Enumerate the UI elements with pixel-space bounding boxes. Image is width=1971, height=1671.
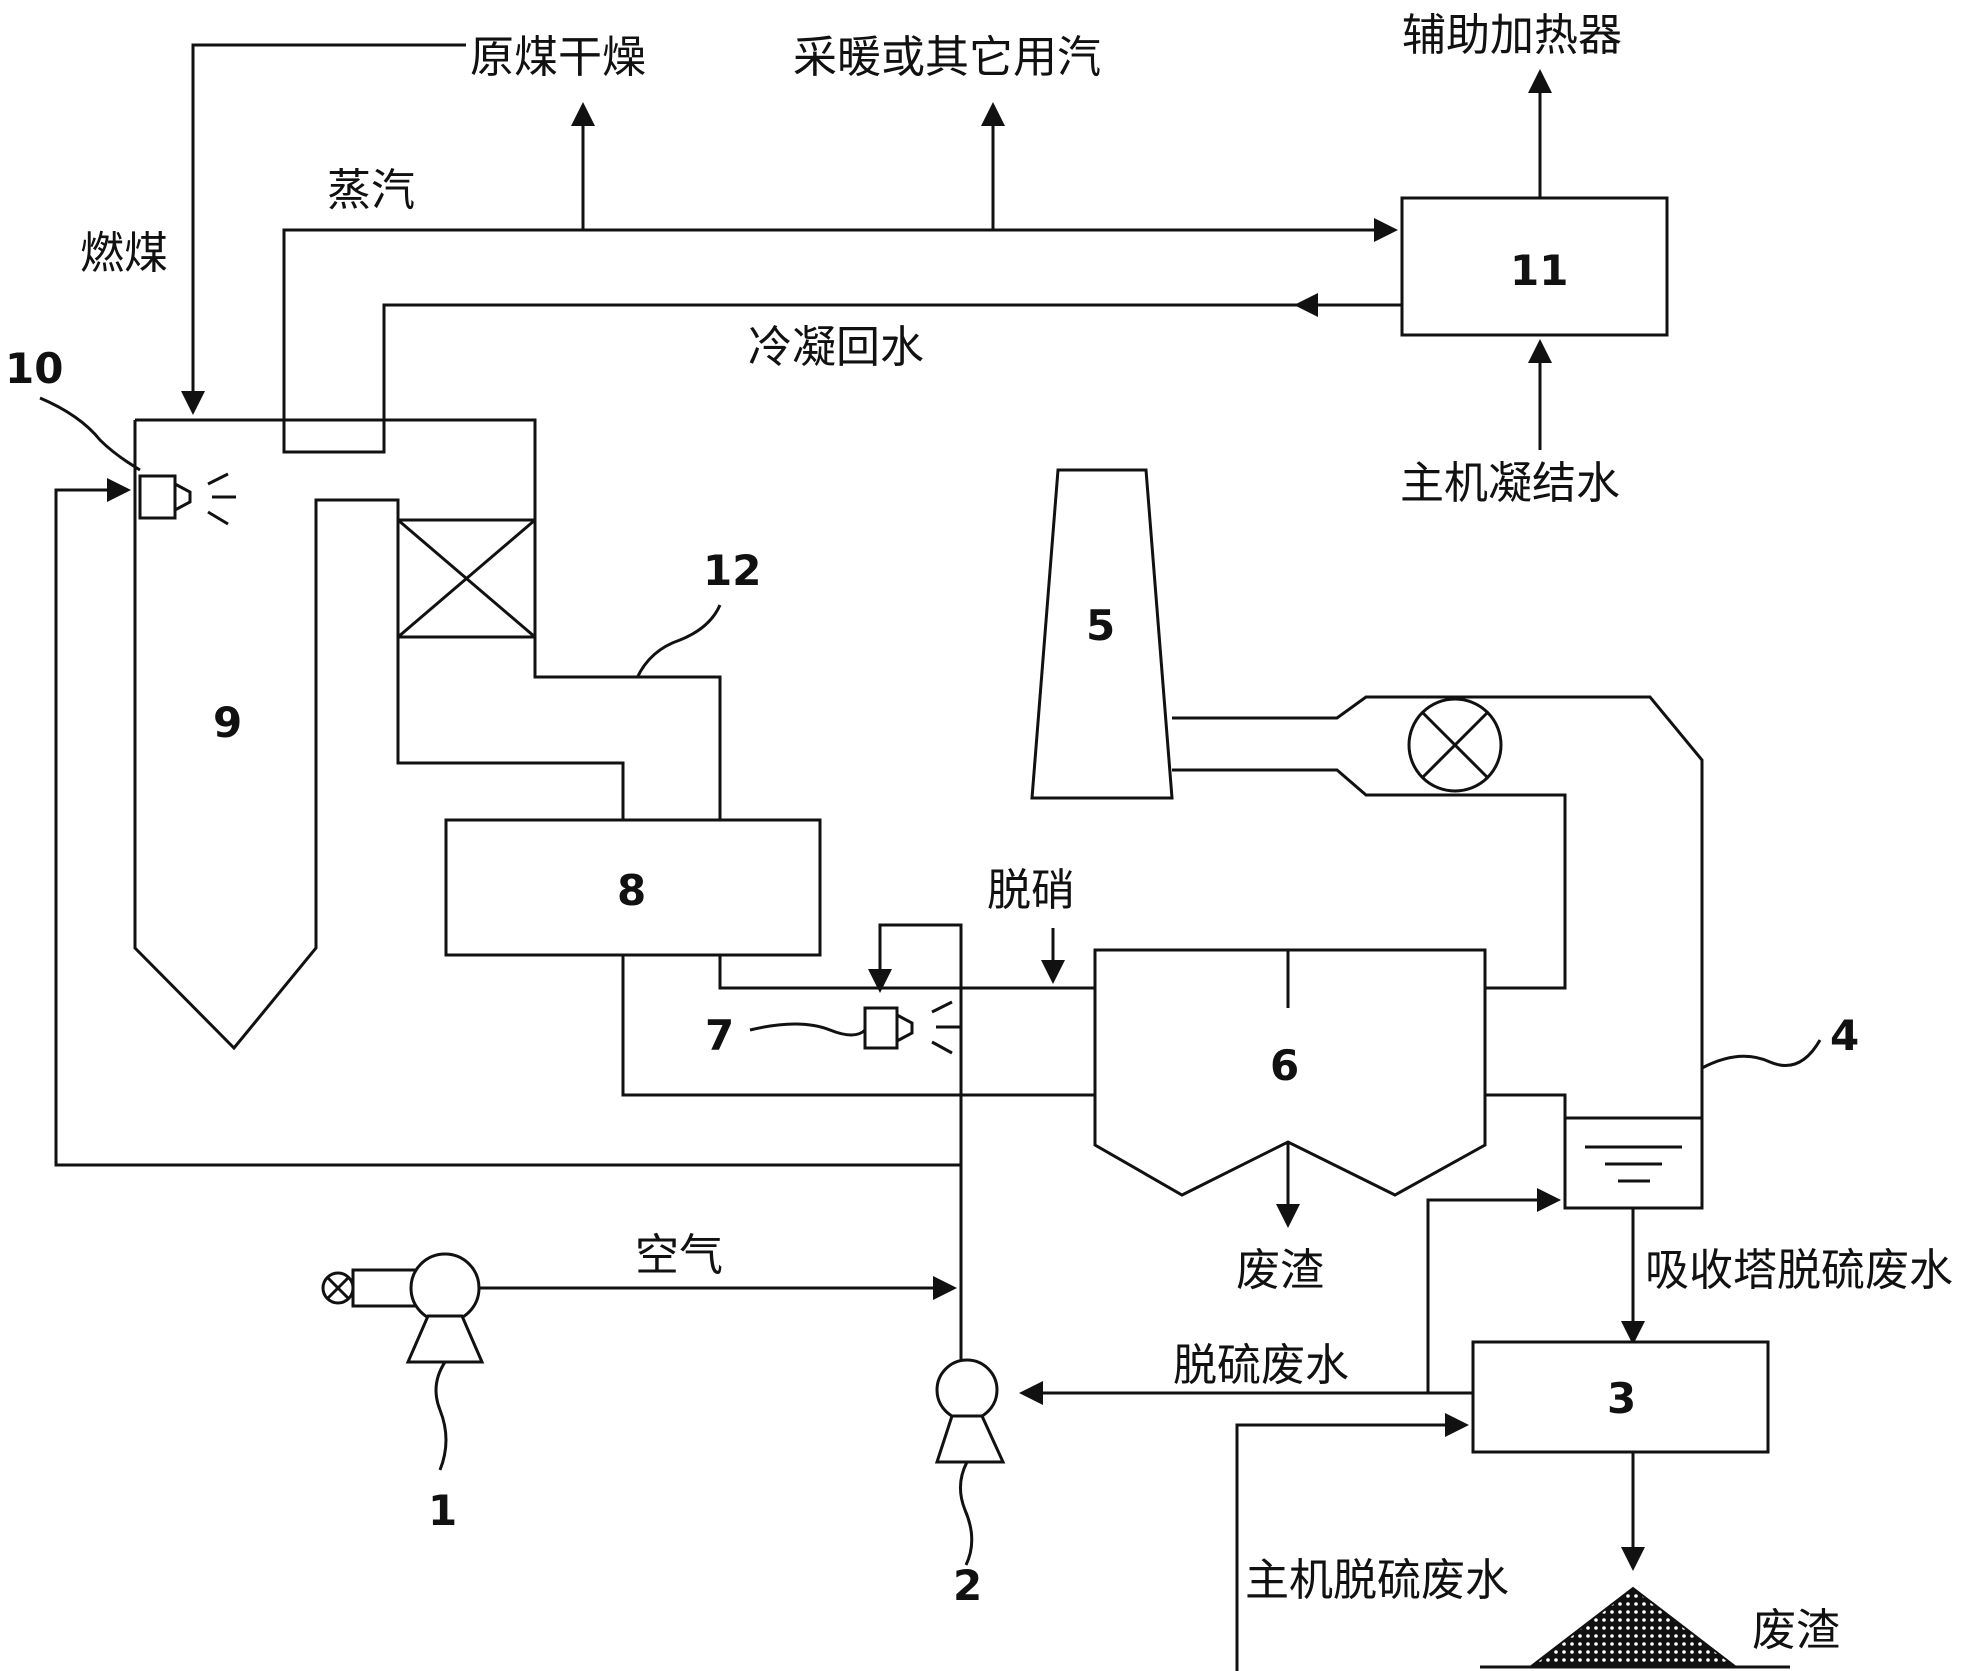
duct-to-stack-lower [1172,768,1567,990]
nozzle7-arrow [868,923,963,993]
label-slag-upper: 废渣 [1236,1245,1324,1296]
label-main-condensate: 主机凝结水 [1400,458,1620,509]
component-number-12: 12 [703,546,761,595]
label-main-desulf-wastewater: 主机脱硫废水 [1245,1555,1509,1606]
component-number-8: 8 [617,866,646,915]
leader-2 [959,1461,974,1566]
label-slag-lower: 废渣 [1752,1605,1840,1656]
component-number-10: 10 [5,344,63,393]
heat-exchanger-box [396,518,537,639]
condensate-return-line [382,303,1297,420]
branch-to-absorber [1426,1188,1561,1393]
precipitator-6 [1093,948,1487,1197]
label-raw-coal-drying: 原煤干燥 [470,32,646,83]
component-number-3: 3 [1607,1374,1636,1423]
nozzle-7-icon [863,1000,960,1055]
label-absorber-wastewater: 吸收塔脱硫废水 [1645,1245,1953,1296]
leader-10 [39,396,141,472]
aux-heater-box-11 [1400,196,1669,337]
nozzle-10-icon [138,472,236,526]
leader-1 [434,1361,448,1471]
steam-line [282,218,1398,420]
coal-feed-line [181,43,466,415]
air-fan-1-icon [321,1252,485,1364]
component-number-7: 7 [705,1011,734,1060]
absorber-inlet-duct [1485,1093,1567,1118]
chimney-5 [1030,468,1174,800]
label-steam: 蒸汽 [327,165,415,216]
component-number-6: 6 [1270,1041,1299,1090]
pump-2-icon [934,1358,1006,1464]
component-number-4: 4 [1830,1011,1859,1060]
flue-duct-upper [718,955,1095,990]
booster-fan-icon [1407,697,1503,793]
leader-12 [635,604,722,679]
label-air: 空气 [635,1230,723,1281]
label-denitration: 脱硝 [987,865,1075,916]
component-number-5: 5 [1086,601,1115,650]
air-preheater-8 [444,818,822,957]
label-desulf-wastewater: 脱硫废水 [1173,1340,1349,1391]
leader-7 [749,1022,867,1037]
absorber-tank-4 [1563,1116,1704,1210]
boiler-9 [133,418,722,1051]
main-desulf-wastewater-line [1235,1413,1469,1671]
component-number-1: 1 [428,1486,457,1535]
wastewater-treatment-3 [1471,1340,1770,1454]
flue-duct-lower [621,955,1095,1097]
label-aux-heater: 辅助加热器 [1402,10,1622,61]
leader-4 [1701,1039,1822,1070]
return-to-nozzle10 [54,478,961,1167]
slag-pile-icon [1527,1586,1739,1668]
label-heating-other-steam: 采暖或其它用汽 [793,32,1101,83]
label-condensate-return: 冷凝回水 [748,322,924,373]
component-number-11: 11 [1510,246,1568,295]
component-number-9: 9 [213,698,242,747]
duct-to-stack-upper [1172,695,1704,1118]
component-number-2: 2 [953,1561,982,1610]
label-coal-fired: 燃煤 [80,228,168,279]
